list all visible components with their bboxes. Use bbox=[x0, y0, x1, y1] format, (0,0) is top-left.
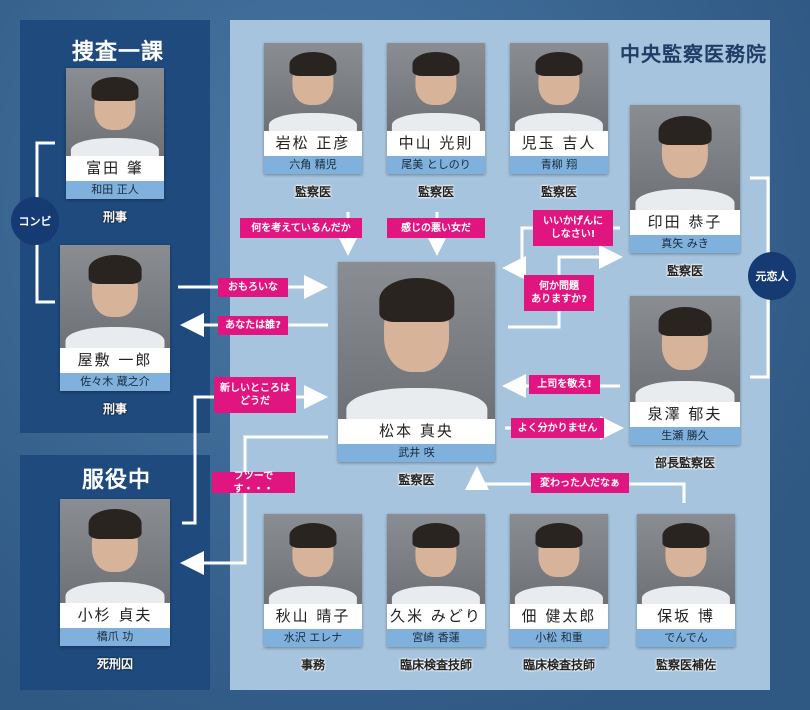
actor-name: 和田 正人 bbox=[66, 181, 164, 199]
actor-name: 橋爪 功 bbox=[60, 628, 170, 646]
character-name: 泉澤 郁夫 bbox=[630, 402, 740, 427]
character-name: 富田 肇 bbox=[66, 156, 164, 181]
character-name: 印田 恭子 bbox=[630, 210, 740, 235]
actor-name: 真矢 みき bbox=[630, 235, 740, 253]
character-name: 小杉 貞夫 bbox=[60, 603, 170, 628]
character-name: 岩松 正彦 bbox=[264, 131, 362, 156]
character-role: 刑事 bbox=[102, 402, 127, 416]
prison-title: 服役中 bbox=[82, 467, 152, 493]
police-title: 捜査一課 bbox=[72, 39, 165, 65]
portrait-photo bbox=[630, 296, 740, 402]
character-name: 保坂 博 bbox=[637, 604, 735, 629]
actor-name: 小松 和重 bbox=[510, 629, 608, 647]
actor-name: 武井 咲 bbox=[338, 444, 495, 462]
actor-name: 佐々木 蔵之介 bbox=[60, 373, 170, 391]
character-name: 松本 真央 bbox=[338, 419, 495, 444]
portrait-photo bbox=[264, 43, 362, 131]
character-name: 秋山 晴子 bbox=[264, 604, 362, 629]
character-name: 中山 光則 bbox=[387, 131, 485, 156]
character-role: 監察医 bbox=[294, 185, 331, 199]
character-card-kume: 久米 みどり 宮崎 香蓮 bbox=[387, 514, 485, 647]
relation-label: 何か問題 ありますか? bbox=[524, 275, 594, 311]
character-card-izumisawa: 泉澤 郁夫 生瀬 勝久 bbox=[630, 296, 740, 445]
relation-label: いいかげんに しなさい! bbox=[533, 210, 613, 246]
relation-label: 上司を敬え! bbox=[529, 375, 600, 394]
character-card-yashiki: 屋敷 一郎 佐々木 蔵之介 bbox=[60, 245, 170, 391]
actor-name: 尾美 としのり bbox=[387, 156, 485, 174]
character-role: 監察医 bbox=[666, 264, 703, 278]
character-role: 死刑囚 bbox=[96, 657, 133, 671]
character-role: 臨床検査技師 bbox=[399, 658, 472, 672]
actor-name: でんでん bbox=[637, 629, 735, 647]
character-card-iwamatsu: 岩松 正彦 六角 精児 bbox=[264, 43, 362, 174]
character-card-kosugi: 小杉 貞夫 橋爪 功 bbox=[60, 499, 170, 646]
portrait-photo bbox=[60, 499, 170, 603]
portrait-photo bbox=[387, 43, 485, 131]
character-card-kodama: 児玉 吉人 青柳 翔 bbox=[510, 43, 608, 174]
character-role: 監察医補佐 bbox=[655, 658, 716, 672]
relation-label: 何を考えているんだか bbox=[240, 218, 362, 238]
portrait-photo bbox=[510, 514, 608, 604]
character-role: 事務 bbox=[300, 658, 325, 672]
character-role: 部長監察医 bbox=[654, 456, 715, 470]
actor-name: 水沢 エレナ bbox=[264, 629, 362, 647]
institute-title: 中央監察医務院 bbox=[620, 42, 767, 66]
portrait-photo bbox=[630, 105, 740, 210]
character-name: 佃 健太郎 bbox=[510, 604, 608, 629]
ex-lovers-badge: 元恋人 bbox=[748, 252, 796, 300]
character-name: 久米 みどり bbox=[387, 604, 485, 629]
actor-name: 六角 精児 bbox=[264, 156, 362, 174]
character-card-matsumoto: 松本 真央 武井 咲 bbox=[338, 262, 495, 462]
character-card-nakayama: 中山 光則 尾美 としのり bbox=[387, 43, 485, 174]
character-card-akiyama: 秋山 晴子 水沢 エレナ bbox=[264, 514, 362, 647]
character-card-inden: 印田 恭子 真矢 みき bbox=[630, 105, 740, 253]
actor-name: 生瀬 勝久 bbox=[630, 427, 740, 445]
combi-badge: コンビ bbox=[11, 197, 59, 245]
character-role: 監察医 bbox=[417, 185, 454, 199]
character-card-hosaka: 保坂 博 でんでん bbox=[637, 514, 735, 647]
portrait-photo bbox=[510, 43, 608, 131]
actor-name: 宮崎 香蓮 bbox=[387, 629, 485, 647]
relation-label: フツーです・・・ bbox=[212, 471, 295, 495]
relation-label: 変わった人だなぁ bbox=[531, 473, 629, 493]
character-card-tomita: 富田 肇 和田 正人 bbox=[66, 68, 164, 199]
portrait-photo bbox=[60, 245, 170, 348]
character-name: 児玉 吉人 bbox=[510, 131, 608, 156]
character-role: 刑事 bbox=[102, 210, 127, 224]
portrait-photo bbox=[338, 262, 495, 419]
portrait-photo bbox=[387, 514, 485, 604]
relation-label: 新しいところは どうだ bbox=[214, 377, 296, 413]
character-role: 監察医 bbox=[540, 185, 577, 199]
relation-label: あなたは誰? bbox=[218, 316, 288, 335]
portrait-photo bbox=[66, 68, 164, 156]
relation-label: よく分かりません bbox=[511, 418, 604, 438]
character-role: 臨床検査技師 bbox=[522, 658, 595, 672]
actor-name: 青柳 翔 bbox=[510, 156, 608, 174]
relation-label: 感じの悪い女だ bbox=[387, 218, 485, 238]
character-role: 監察医 bbox=[398, 473, 435, 487]
portrait-photo bbox=[264, 514, 362, 604]
character-card-tsukuda: 佃 健太郎 小松 和重 bbox=[510, 514, 608, 647]
portrait-photo bbox=[637, 514, 735, 604]
relation-label: おもろいな bbox=[218, 278, 288, 297]
character-name: 屋敷 一郎 bbox=[60, 348, 170, 373]
